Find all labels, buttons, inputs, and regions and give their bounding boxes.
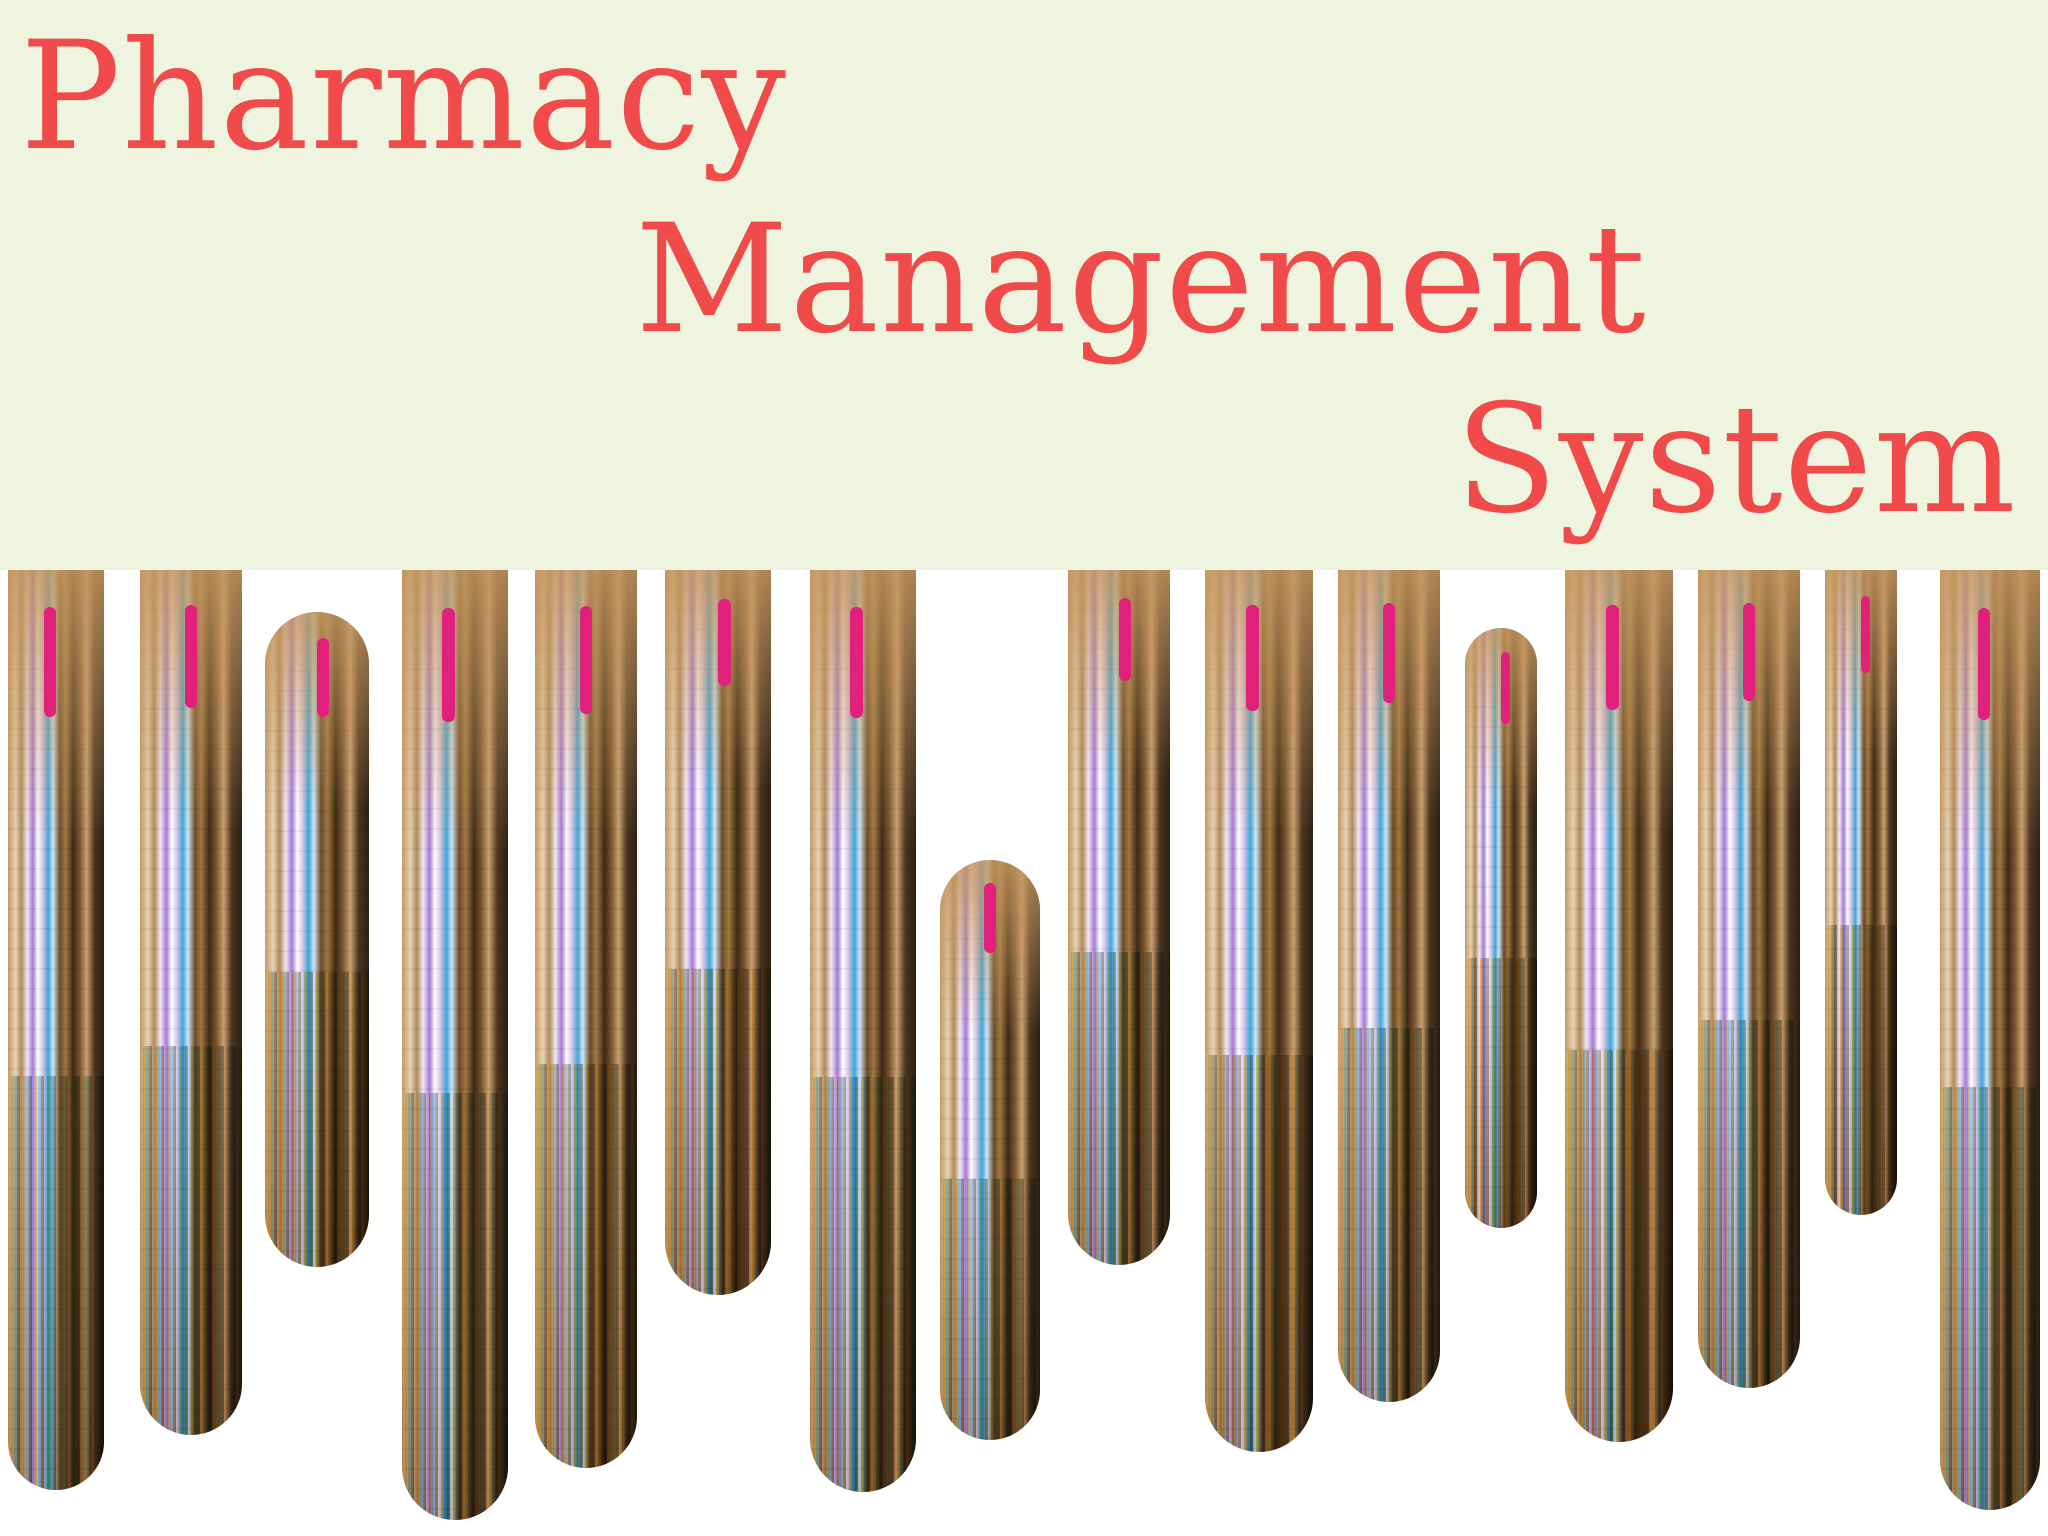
strip-accent xyxy=(1742,602,1756,701)
title-word-pharmacy: Pharmacy xyxy=(20,10,788,184)
strip-accent xyxy=(317,638,330,717)
strip-accent xyxy=(184,604,198,709)
strip-accent xyxy=(579,605,593,714)
image-strip xyxy=(1940,570,2040,1510)
image-strip xyxy=(1205,570,1313,1452)
image-strip xyxy=(8,570,104,1490)
image-strip xyxy=(1825,570,1897,1215)
strip-accent xyxy=(1246,605,1259,712)
image-strip xyxy=(535,570,637,1468)
image-strip xyxy=(940,860,1040,1440)
image-strip xyxy=(140,570,242,1435)
strip-accent xyxy=(1861,595,1870,674)
image-strip xyxy=(810,570,916,1492)
strip-accent xyxy=(1382,603,1396,704)
image-strip xyxy=(1565,570,1673,1442)
title-word-system: System xyxy=(1455,373,2017,547)
image-strip xyxy=(1068,570,1170,1265)
strip-accent xyxy=(442,608,455,722)
strip-accent xyxy=(1978,607,1990,721)
image-strip xyxy=(402,570,508,1520)
decorative-image-strips xyxy=(0,570,2048,1536)
image-strip xyxy=(665,570,771,1295)
strip-accent xyxy=(1501,652,1510,724)
title-word-management: Management xyxy=(635,193,1647,367)
image-strip xyxy=(1698,570,1800,1388)
strip-accent xyxy=(850,606,863,718)
image-strip xyxy=(1338,570,1440,1402)
strip-accent xyxy=(1606,604,1619,710)
strip-accent xyxy=(984,883,996,953)
title-banner: Pharmacy Management System xyxy=(0,0,2048,570)
strip-accent xyxy=(44,606,56,718)
strip-accent xyxy=(718,599,731,686)
image-strip xyxy=(265,612,369,1267)
image-strip xyxy=(1465,628,1537,1228)
strip-accent xyxy=(1119,597,1132,682)
